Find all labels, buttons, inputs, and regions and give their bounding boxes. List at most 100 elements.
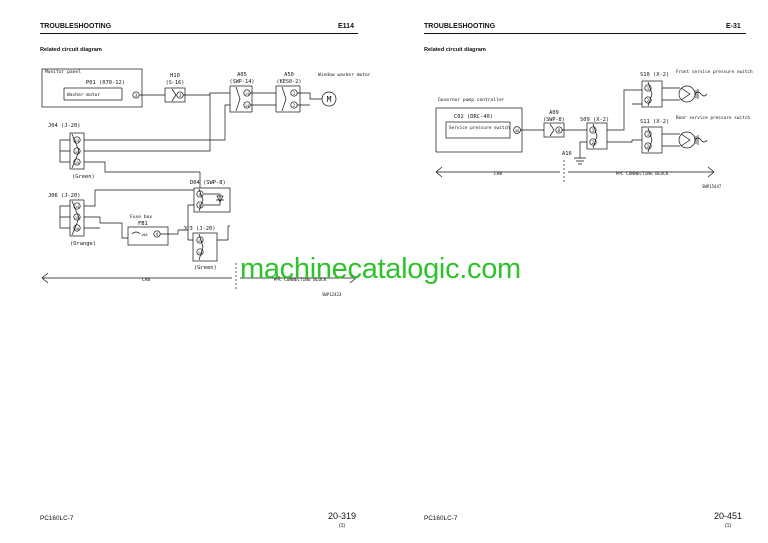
s10-chevron-icon (647, 81, 653, 107)
j04-pin-a-number: 13 (75, 139, 79, 143)
j03-pin-a-number: 13 (198, 239, 202, 243)
d04-label: D04 (SWP-8) (190, 180, 226, 186)
wire-j04 (59, 95, 230, 173)
s10-pin-b-number: 2 (647, 98, 650, 103)
governor-controller-label-1: Governor pump controller (438, 97, 505, 103)
d04-pin-b (196, 201, 204, 209)
j03-connector (192, 232, 218, 262)
front-switch-symbol (680, 87, 699, 101)
s10-label: S10 (X-2) (640, 72, 669, 78)
a50-connector (275, 85, 301, 113)
h10-connector (164, 87, 186, 103)
h10-pin-number: 3 (179, 93, 182, 98)
s09-pin-b-number: 2 (592, 140, 595, 145)
s11-pin-a (644, 130, 652, 138)
c02-pin-number: 36 (515, 129, 519, 133)
footer-page-number: 20-319 (327, 511, 357, 521)
d04-pin-a-number: 4 (199, 192, 202, 197)
s09-chevron-icon (592, 123, 598, 149)
wire-top (139, 92, 322, 106)
section-title: Related circuit diagram (424, 47, 486, 53)
j06-connector (69, 199, 85, 237)
d04-pin-a (196, 190, 204, 198)
right-page: TROUBLESHOOTING E-31 Related circuit dia… (384, 0, 768, 543)
window-washer-motor-label: Window washer motor (318, 72, 371, 78)
footer-revision: (1) (724, 523, 732, 529)
service-switch-label: Service pressure switch (449, 125, 510, 131)
d04-connector (193, 187, 231, 213)
section-title: Related circuit diagram (40, 47, 102, 53)
s10-pin-b (644, 96, 652, 104)
s10-pin-a-number: 1 (647, 86, 650, 91)
p01-pin-number: 3 (135, 93, 138, 98)
a50-pin-b-number: 2 (293, 103, 296, 108)
header-code: E114 (338, 23, 354, 30)
wire-j03 (178, 212, 230, 241)
s11-pin-b (644, 142, 652, 150)
j06-pin-c-number: 16 (75, 227, 79, 231)
cab-label: CAB (494, 171, 503, 177)
header-code: E-31 (726, 23, 741, 30)
washer-motor-box (63, 87, 123, 101)
s09-pin-b (589, 138, 597, 146)
circuit-diagram: Governor pump controller C02 (DRC-40) Se… (435, 69, 753, 189)
ground-icon (574, 141, 587, 165)
header-rule (424, 33, 746, 34)
j04-pin-b-number: 14 (75, 150, 79, 154)
wire-j06 (59, 189, 194, 229)
left-page: TROUBLESHOOTING E114 Related circuit dia… (40, 23, 371, 529)
rear-switch-label: Rear service pressure switch (676, 115, 750, 121)
s10-pin-a (644, 84, 652, 92)
circuit-diagram: Monitor panel P01 (070-12) Washer motor … (41, 68, 371, 297)
fuse-box (127, 226, 169, 246)
j04-pin-c-number: 15 (75, 161, 79, 165)
fb1-label: FB1 (138, 221, 148, 227)
front-switch-label: Front service pressure switch (676, 69, 753, 75)
j06-pin-a (73, 202, 81, 210)
j03-pin-a (196, 236, 204, 244)
s11-pin-b-number: 2 (647, 144, 650, 149)
s11-label: S11 (X-2) (640, 119, 669, 125)
a09-pin-number: 8 (558, 128, 561, 133)
a09-label: A09 (549, 110, 559, 116)
monitor-panel-label: Monitor panel (45, 69, 81, 75)
s09-label: S09 (X-2) (580, 117, 609, 123)
a50-chevron-icon (281, 86, 287, 112)
j04-color: (Green) (72, 174, 95, 180)
j04-pin-b (73, 147, 81, 155)
a05-label: A05 (237, 72, 247, 78)
a05-pin-b-number: 14 (245, 104, 249, 108)
h10-label: H10 (170, 73, 180, 79)
fuse-box-label: Fuse box (130, 214, 152, 220)
wire-s10 (662, 87, 680, 101)
s09-pin-a-number: 1 (592, 128, 595, 133)
cab-arrow (435, 166, 560, 178)
header-title: TROUBLESHOOTING (40, 23, 112, 30)
wire-fuse (100, 222, 179, 239)
cab-label: CAB (142, 277, 151, 283)
s09-pin-a (589, 126, 597, 134)
footer-page-number: 20-451 (713, 511, 743, 521)
j03-chevron-icon (198, 233, 204, 261)
header-title: TROUBLESHOOTING (424, 23, 496, 30)
footer-model: PC160LC-7 (40, 515, 74, 522)
c02-label: C02 (DRC-40) (454, 114, 493, 120)
rear-switch-symbol (680, 133, 699, 147)
header-rule (40, 33, 358, 34)
a05-pin-a-number: 13 (245, 92, 249, 96)
fuse-icon (131, 231, 141, 235)
j03-pin-b (196, 248, 204, 256)
h10-type: (S-16) (166, 80, 185, 86)
monitor-panel-box (41, 68, 143, 108)
ppc-arrow (568, 166, 715, 178)
motor-symbol: M (327, 95, 332, 104)
s11-chevron-icon (647, 127, 653, 153)
h10-chevron-icon (171, 88, 177, 102)
wire-s11 (662, 133, 680, 147)
j04-pin-a (73, 136, 81, 144)
d04-chevron-icon (198, 188, 204, 212)
a50-pin-a-number: 1 (293, 91, 296, 96)
j04-label: J04 (J-20) (48, 123, 80, 129)
diode-icon (204, 193, 224, 206)
a50-label: A50 (284, 72, 294, 78)
